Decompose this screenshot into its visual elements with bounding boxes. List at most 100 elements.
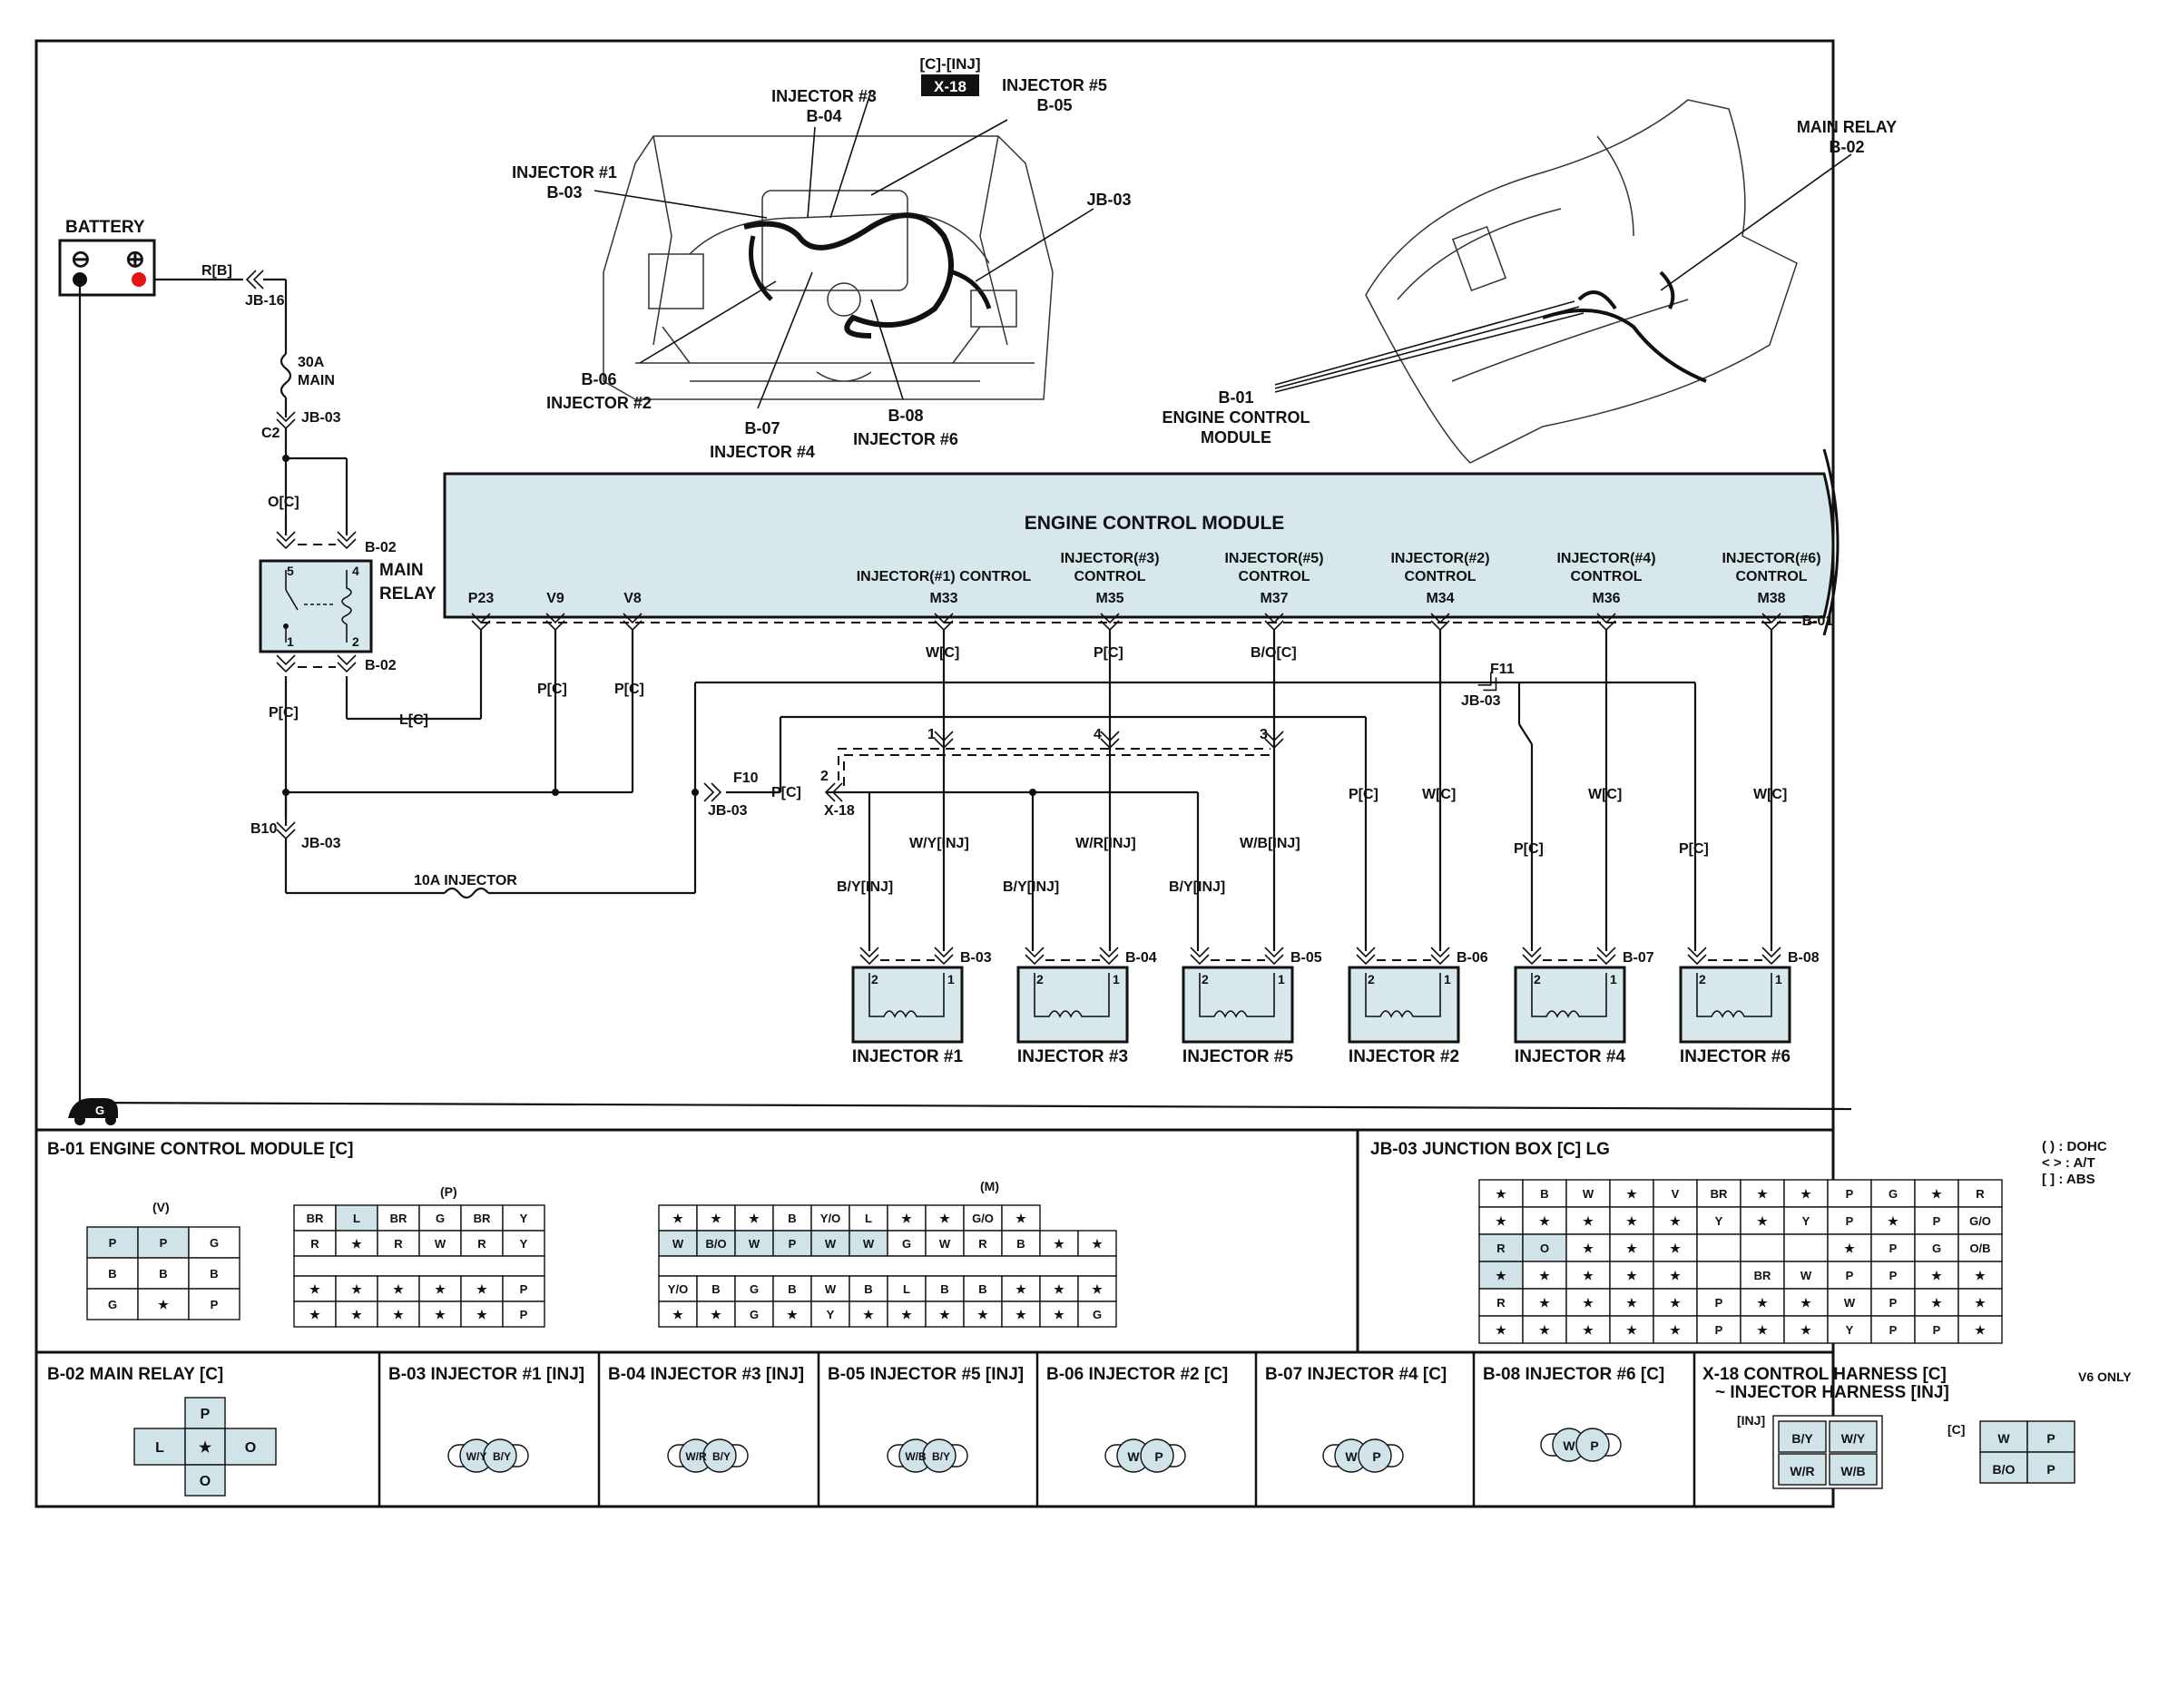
p-grid-pin-0-5-label: Y [520,1212,528,1225]
svg-text:P: P [1372,1449,1380,1464]
p-grid-pin-2-2 [377,1275,420,1302]
jb-grid-pin-3-2 [1565,1261,1611,1290]
p-grid-pin-1-4-label: R [477,1237,486,1251]
jb-grid-pin-3-8 [1827,1261,1872,1290]
p-grid-pin-3-4-label: ★ [476,1308,487,1321]
jb-grid-pin-2-0-label: R [1496,1242,1506,1255]
p-grid-pin-0-1 [335,1204,378,1232]
jb-grid-pin-5-6-label: ★ [1757,1323,1768,1337]
m-grid-pin-3-4-label: Y [827,1308,835,1321]
svg-text:1: 1 [1610,972,1617,987]
jb-grid-pin-0-2-label: W [1583,1187,1594,1201]
m-grid-pin-2-6-label: L [903,1282,910,1296]
jb-grid-pin-0-3-label: ★ [1626,1187,1637,1201]
svg-text:W: W [1345,1449,1358,1464]
jb-grid-pin-4-11-label: ★ [1975,1296,1986,1310]
m-grid-pin-2-6 [887,1275,927,1302]
jb-grid-pin-2-10-label: G [1932,1242,1941,1255]
jb-grid-pin-1-0 [1478,1206,1524,1235]
m-grid-pin-0-3 [772,1204,812,1232]
fuse-inj-rating: 10A INJECTOR [414,873,517,888]
jb-grid-pin-3-5 [1696,1261,1741,1290]
b07-connector: W P [1322,1438,1404,1473]
jb-grid-pin-3-1-label: ★ [1539,1269,1550,1282]
m-grid-pin-0-0 [658,1204,698,1232]
v-grid-pin-2-0 [86,1288,139,1320]
jb-grid-pin-0-1-label: B [1540,1187,1548,1201]
ecm-pin-m35: INJECTOR(#3) CONTROL M35 [1060,551,1160,631]
location-label-b02: B-02 [1829,138,1864,156]
m-grid-pin-0-8-label: G/O [972,1212,994,1225]
svg-text:P: P [201,1407,211,1422]
x18-inj-label: [INJ] [1737,1413,1765,1428]
m-grid-pin-0-6-label: ★ [901,1212,912,1225]
svg-text:CONTROL: CONTROL [1238,569,1310,584]
inj6-conn: B-08 [1788,950,1820,966]
v-grid-pin-2-2 [188,1288,240,1320]
svg-text:INJECTOR(#2): INJECTOR(#2) [1390,551,1489,566]
location-label-x18: X-18 [934,78,966,95]
svg-text:V9: V9 [546,591,564,606]
location-label-inj1: INJECTOR #1 [512,163,617,182]
jb-grid-pin-1-4 [1653,1206,1698,1235]
legend-at: < > : A/T [2042,1155,2095,1171]
jb-grid-pin-5-10 [1914,1315,1959,1344]
p-grid-pin-3-3-label: ★ [435,1308,446,1321]
p-grid-pin-1-5 [502,1230,545,1257]
v-grid-pin-2-1-label: ★ [158,1298,169,1311]
v-grid-pin-1-2-label: B [210,1267,218,1281]
jb-grid-pin-4-1-label: ★ [1539,1296,1550,1310]
jb-grid-pin-5-0-label: ★ [1496,1323,1506,1337]
svg-text:★: ★ [199,1440,212,1456]
relay-conn-top: B-02 [365,540,397,555]
x18-pin-1: 1 [927,727,936,742]
jb-grid-pin-1-4-label: ★ [1670,1214,1681,1228]
svg-text:M34: M34 [1426,591,1454,606]
fuse-main-conn: JB-03 [301,410,341,426]
svg-text:1: 1 [1113,972,1120,987]
jb-grid-pin-4-1 [1522,1288,1567,1317]
f11-label: F11 [1490,662,1515,677]
p-connector-label: (P) [440,1184,457,1199]
jb-grid-pin-5-3-label: ★ [1626,1323,1637,1337]
jb-grid-pin-1-11-label: G/O [1969,1214,1991,1228]
jb-grid-pin-4-9-label: P [1889,1296,1898,1310]
m-grid-pin-3-11-label: G [1093,1308,1102,1321]
p-grid-pin-0-0-label: BR [307,1212,324,1225]
v-grid-pin-1-1-label: B [159,1267,167,1281]
p-grid-pin-3-0-label: ★ [309,1308,320,1321]
jb-grid-pin-2-3-label: ★ [1626,1242,1637,1255]
jb-grid-pin-2-11 [1957,1233,2003,1262]
jb-grid-pin-0-7-label: ★ [1800,1187,1811,1201]
jb-grid-pin-2-0 [1478,1233,1524,1262]
jb-grid-pin-0-4-label: V [1672,1187,1680,1201]
jb-grid-pin-0-5 [1696,1179,1741,1208]
p-grid-pin-0-4-label: BR [474,1212,491,1225]
svg-text:CONTROL: CONTROL [1404,569,1476,584]
jb-grid-pin-5-1 [1522,1315,1567,1344]
svg-text:B/Y: B/Y [493,1450,511,1463]
svg-text:1: 1 [1444,972,1451,987]
jb-grid-pin-2-2-label: ★ [1583,1242,1594,1255]
m-grid-pin-1-5-label: W [863,1237,875,1251]
dashboard-sketch [1365,99,1798,464]
p-grid-pin-1-4 [460,1230,504,1257]
svg-text:P: P [1154,1449,1163,1464]
inj4-wire-pwr: P[C] [1514,841,1544,857]
ecm-wire-v9: P[C] [537,682,567,697]
m-grid-pin-2-4-label: W [825,1282,837,1296]
m-grid-pin-2-3-label: B [788,1282,796,1296]
jb-grid-pin-1-1-label: ★ [1539,1214,1550,1228]
inj6-name: INJECTOR #6 [1680,1047,1790,1066]
legend-abs: [ ] : ABS [2042,1172,2095,1187]
f10-label: F10 [733,771,759,786]
jb-grid-pin-2-4-label: ★ [1670,1242,1681,1255]
m-grid-pin-2-1-label: B [711,1282,720,1296]
inj2-name: INJECTOR #2 [1349,1047,1459,1066]
m-grid-pin-0-9-label: ★ [1015,1212,1026,1225]
svg-text:P: P [2046,1462,2055,1477]
m-grid-pin-2-0 [658,1275,698,1302]
m-grid-pin-3-2-label: G [750,1308,759,1321]
v-grid-pin-2-0-label: G [108,1298,117,1311]
battery-label: BATTERY [65,218,145,237]
